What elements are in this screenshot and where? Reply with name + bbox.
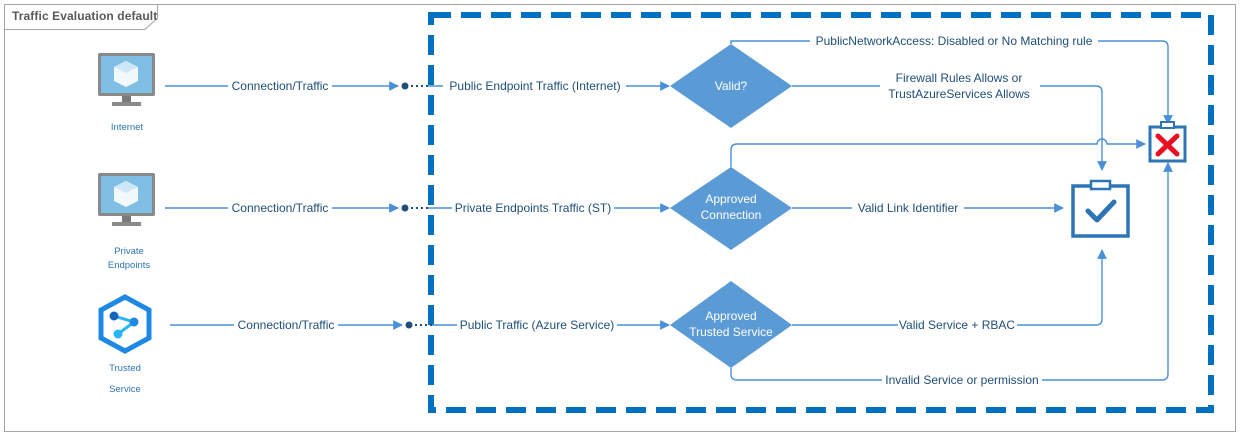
edge-public-network-access-denied — [730, 40, 1173, 125]
edge-label-connection-internet: Connection/Traffic — [232, 79, 329, 93]
endpoint-dot-internet — [401, 82, 428, 90]
decision-approved-connection-label-2: Connection — [701, 208, 762, 222]
endpoint-dot-private — [401, 204, 428, 212]
source-label-trusted-1: Trusted — [109, 363, 141, 374]
diagram-frame — [4, 4, 1236, 432]
source-label-trusted-2: Service — [109, 384, 141, 395]
monitor-cube-icon — [98, 53, 155, 106]
edge-approved-connection-denied — [730, 138, 1146, 167]
edge-label-connection-trusted: Connection/Traffic — [238, 318, 335, 332]
edge-label-invalid-service: Invalid Service or permission — [885, 373, 1038, 387]
source-label-internet: Internet — [111, 122, 144, 133]
decision-approved-connection — [670, 167, 792, 250]
edge-label-public-traffic-azure: Public Traffic (Azure Service) — [460, 318, 615, 332]
source-label-private-2: Endpoints — [108, 260, 151, 271]
clipboard-check-icon — [1071, 179, 1130, 238]
decision-approved-trusted-label-2: Trusted Service — [689, 325, 773, 339]
edge-label-private-endpoints-traffic: Private Endpoints Traffic (ST) — [455, 201, 612, 215]
edge-label-connection-private: Connection/Traffic — [232, 201, 329, 215]
edge-label-valid-service: Valid Service + RBAC — [899, 318, 1015, 332]
endpoint-dot-trusted — [405, 321, 432, 329]
edge-firewall-allows — [792, 85, 1107, 171]
decision-valid — [670, 44, 792, 128]
edge-valid-service-rbac — [792, 249, 1107, 326]
decision-approved-trusted — [670, 281, 792, 368]
vnet-boundary — [428, 12, 1214, 413]
edge-label-firewall-line2: TrustAzureServices Allows — [888, 87, 1030, 101]
source-label-private-1: Private — [114, 246, 144, 257]
decision-valid-label: Valid? — [715, 79, 748, 93]
red-x-icon — [1148, 121, 1187, 163]
diagram-title: Traffic Evaluation default — [12, 9, 158, 23]
edge-label-firewall-line1: Firewall Rules Allows or — [896, 71, 1023, 85]
monitor-cube-icon — [98, 173, 155, 226]
edge-label-public-network-access: PublicNetworkAccess: Disabled or No Matc… — [816, 34, 1093, 48]
edge-label-valid-link: Valid Link Identifier — [858, 201, 959, 215]
edge-label-public-endpoint-traffic: Public Endpoint Traffic (Internet) — [449, 79, 620, 93]
decision-approved-trusted-label-1: Approved — [705, 309, 756, 323]
title-tab — [4, 4, 158, 30]
azure-hexagon-service-icon — [98, 294, 152, 354]
decision-approved-connection-label-1: Approved — [705, 192, 756, 206]
